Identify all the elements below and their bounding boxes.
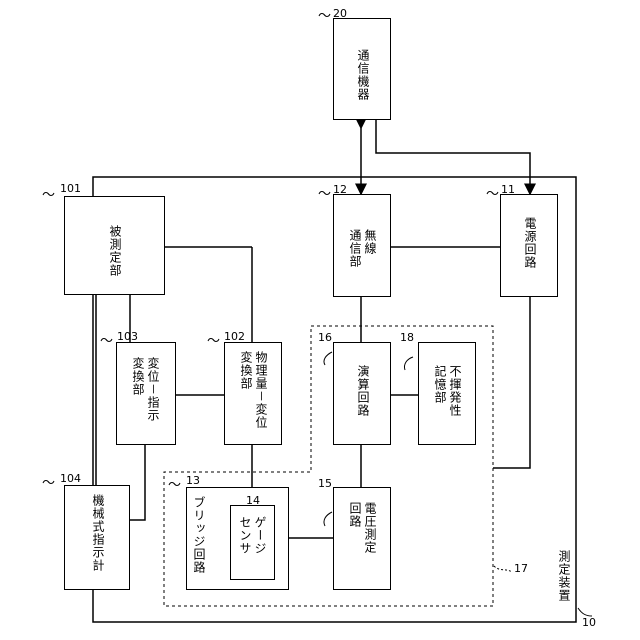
ref-14: 14: [246, 494, 260, 507]
ref-20: 20: [333, 7, 347, 20]
mechanical-indicator-label: 機械式指示計: [90, 494, 105, 572]
wireless-comm-box: 無線 通信部: [333, 194, 391, 297]
power-circuit-box: 電源回路: [500, 194, 558, 297]
physical-disp-converter-box: 物理量－変位 変換部: [224, 342, 282, 445]
ref-11-curl: 〜: [486, 183, 499, 202]
communication-device-box: 通信機器: [333, 18, 391, 120]
ref-16: 16: [318, 331, 332, 344]
ref-13-curl: 〜: [168, 474, 181, 493]
line-103-104: [130, 445, 145, 520]
ref-13: 13: [186, 474, 200, 487]
nonvolatile-memory-label: 不揮発性 記憶部: [432, 365, 462, 417]
ref-12-curl: 〜: [318, 183, 331, 202]
ref-15: 15: [318, 477, 332, 490]
ref-12: 12: [333, 183, 347, 196]
leader-15: [324, 512, 332, 526]
gauge-sensor-label: ゲージ センサ: [237, 516, 267, 555]
measured-part-label: 被測定部: [107, 225, 122, 277]
line-11-17: [493, 297, 530, 468]
disp-indication-converter-box: 変位－指示 変換部: [116, 342, 176, 445]
nonvolatile-memory-box: 不揮発性 記憶部: [418, 342, 476, 445]
physical-disp-converter-label: 物理量－変位 変換部: [238, 351, 268, 429]
ref-10: 10: [582, 616, 596, 629]
ref-103: 103: [117, 330, 138, 343]
leader-18: [404, 357, 413, 370]
disp-indication-converter-label: 変位－指示 変換部: [130, 357, 160, 422]
ref-101-curl: 〜: [42, 184, 55, 203]
ref-102: 102: [224, 330, 245, 343]
measuring-device-label: 測定装置: [556, 550, 571, 602]
gauge-sensor-box: ゲージ センサ: [230, 505, 275, 580]
ref-103-curl: 〜: [100, 330, 113, 349]
power-circuit-label: 電源回路: [522, 217, 537, 269]
bridge-circuit-label: ブリッジ回路: [191, 496, 206, 574]
ref-20-curl: 〜: [318, 5, 331, 24]
ref-17: 17: [514, 562, 528, 575]
ref-104: 104: [60, 472, 81, 485]
arithmetic-circuit-box: 演算回路: [333, 342, 391, 445]
leader-17: [494, 566, 512, 572]
ref-11: 11: [501, 183, 515, 196]
leader-10: [578, 608, 592, 616]
voltage-measurement-box: 電圧測定 回路: [333, 487, 391, 590]
ref-102-curl: 〜: [207, 330, 220, 349]
leader-16: [324, 352, 332, 365]
mechanical-indicator-box: 機械式指示計: [64, 485, 130, 590]
ref-18: 18: [400, 331, 414, 344]
arithmetic-circuit-label: 演算回路: [355, 365, 370, 417]
voltage-measurement-label: 電圧測定 回路: [347, 502, 377, 554]
ref-104-curl: 〜: [42, 472, 55, 491]
wireless-comm-label: 無線 通信部: [347, 229, 377, 268]
measured-part-box: 被測定部: [64, 196, 165, 295]
ref-101: 101: [60, 182, 81, 195]
communication-device-label: 通信機器: [355, 49, 370, 101]
